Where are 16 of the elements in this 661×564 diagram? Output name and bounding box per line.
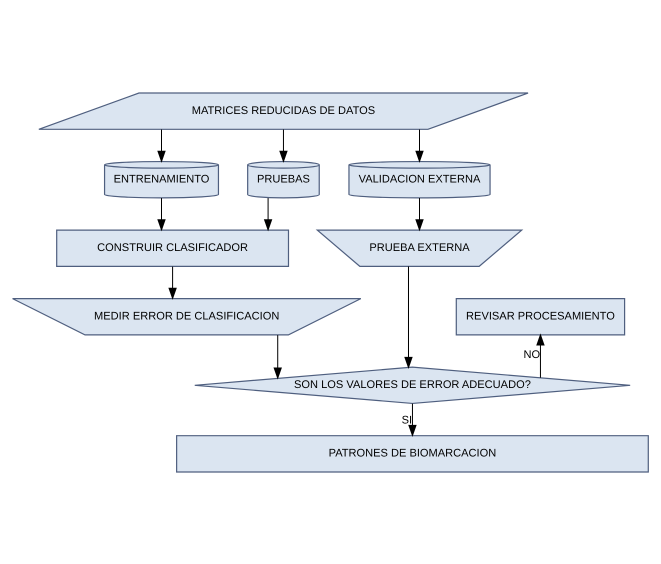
node-box: REVISAR PROCESAMIENTO	[456, 298, 626, 335]
arrow	[168, 266, 177, 300]
arrow	[415, 198, 424, 231]
arrow	[404, 266, 413, 368]
arrow	[279, 129, 288, 162]
arrow	[264, 198, 272, 231]
arrow	[157, 129, 166, 162]
edge-label: SI	[402, 414, 412, 426]
arrow	[157, 198, 166, 231]
edge-label: NO	[524, 348, 540, 361]
arrow	[273, 334, 282, 380]
arrow	[408, 403, 417, 436]
node-box: PATRONES DE BIOMARCACION	[176, 434, 649, 472]
node-box: CONSTRUIR CLASIFICADOR	[56, 229, 290, 266]
arrow	[415, 129, 424, 162]
arrow	[536, 332, 545, 378]
